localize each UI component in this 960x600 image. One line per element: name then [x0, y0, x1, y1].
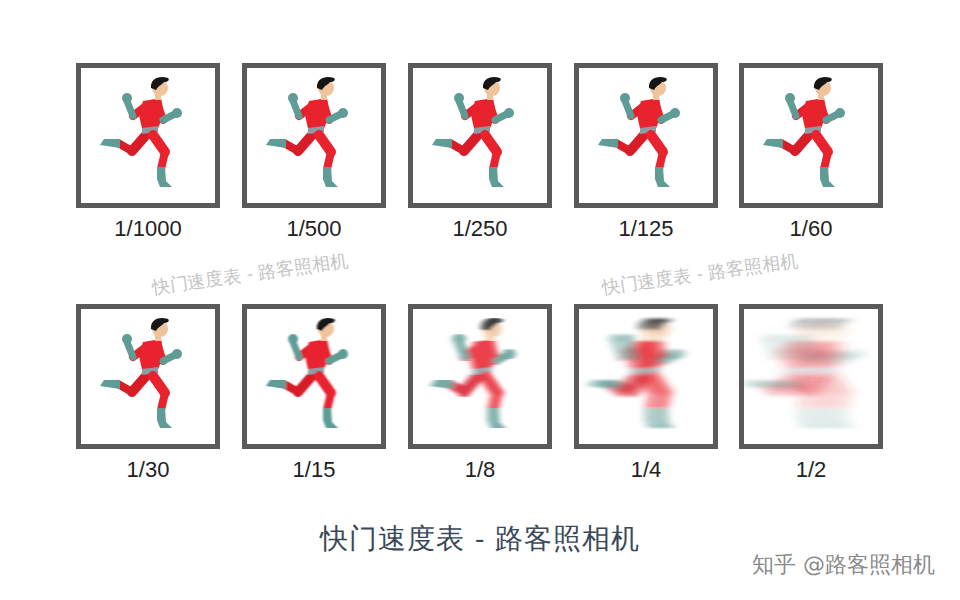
- photo-frame: 1/60: [739, 63, 883, 208]
- shutter-speed-label: 1/2: [796, 457, 827, 483]
- watermark-brand: 知乎 @路客照相机: [752, 550, 935, 580]
- shutter-speed-label: 1/30: [127, 457, 170, 483]
- shutter-speed-label: 1/4: [631, 457, 662, 483]
- photo-frame: 1/30: [76, 304, 220, 449]
- shutter-speed-label: 1/250: [452, 216, 507, 242]
- shutter-speed-label: 1/1000: [114, 216, 181, 242]
- photo-frame: 1/250: [408, 63, 552, 208]
- watermark-text: 快门速度表 - 路客照相机: [150, 248, 349, 299]
- shutter-speed-label: 1/15: [293, 457, 336, 483]
- photo-frame: 1/500: [242, 63, 386, 208]
- photo-frame: 1/4: [574, 304, 718, 449]
- photo-frame: 1/15: [242, 304, 386, 449]
- shutter-speed-label: 1/125: [618, 216, 673, 242]
- photo-frame: 1/1000: [76, 63, 220, 208]
- chart-title: 快门速度表 - 路客照相机: [320, 520, 640, 558]
- photo-frame: 1/2: [739, 304, 883, 449]
- shutter-speed-label: 1/60: [790, 216, 833, 242]
- photo-frame: 1/125: [574, 63, 718, 208]
- shutter-speed-label: 1/500: [286, 216, 341, 242]
- shutter-speed-label: 1/8: [465, 457, 496, 483]
- photo-frame: 1/8: [408, 304, 552, 449]
- watermark-text: 快门速度表 - 路客照相机: [600, 248, 799, 299]
